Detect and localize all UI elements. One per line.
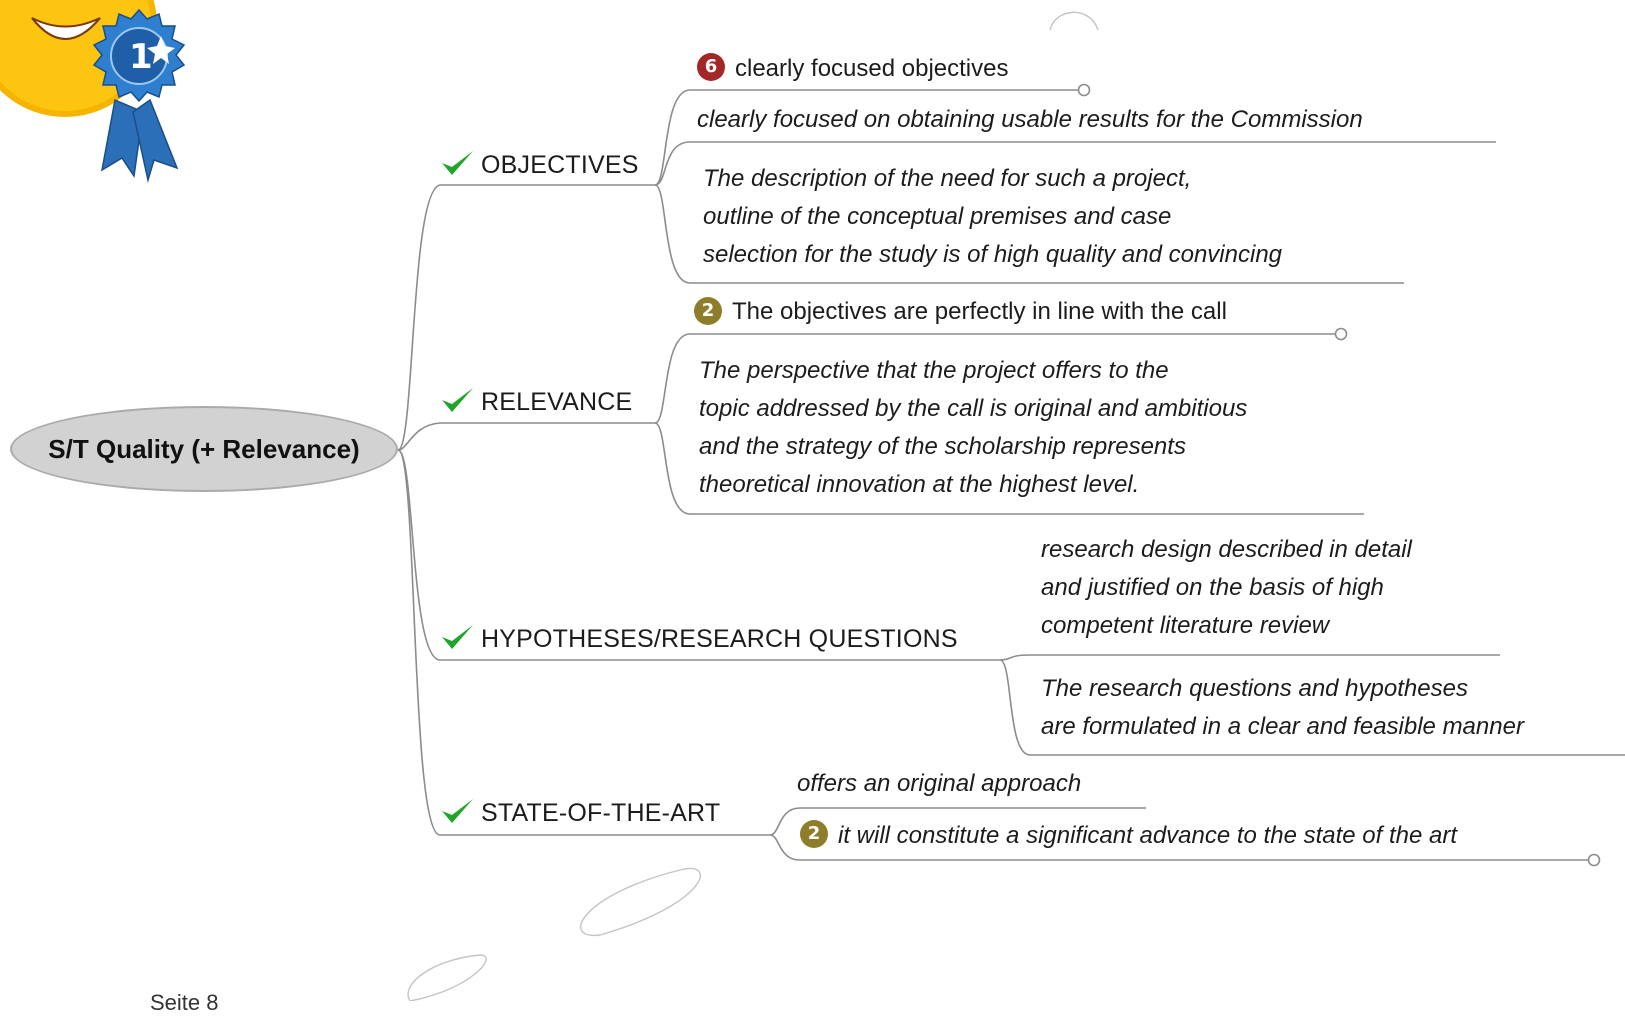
relevance-leaf-2[interactable]: The perspective that the project offers … — [699, 357, 1248, 498]
branch-state-of-the-art[interactable]: STATE-OF-THE-ART — [481, 799, 721, 827]
hypotheses-leaf-2[interactable]: The research questions and hypotheses ar… — [1041, 675, 1524, 740]
central-topic-label: S/T Quality (+ Relevance) — [48, 433, 360, 464]
relevance-leaf-1[interactable]: The objectives are perfectly in line wit… — [732, 298, 1227, 325]
objectives-leaf-2[interactable]: clearly focused on obtaining usable resu… — [697, 106, 1363, 133]
hypotheses-leaf-1[interactable]: research design described in detail and … — [1041, 536, 1412, 639]
ribbon-number: 1 — [129, 37, 153, 77]
checkmark-icon — [442, 625, 473, 649]
priority-badge-icon: 2 — [800, 820, 828, 848]
objectives-leaf-1[interactable]: clearly focused objectives — [735, 55, 1009, 82]
checkmark-icon — [442, 388, 473, 412]
sota-leaf-1[interactable]: offers an original approach — [797, 770, 1082, 797]
checkmark-icon — [442, 799, 473, 823]
objectives-leaf-3[interactable]: The description of the need for such a p… — [703, 165, 1283, 268]
branch-relevance[interactable]: RELEVANCE — [481, 388, 633, 416]
award-ribbon-icon: 1 — [92, 8, 186, 183]
sota-leaf-2[interactable]: it will constitute a significant advance… — [838, 822, 1458, 849]
branch-objectives[interactable]: OBJECTIVES — [481, 151, 639, 179]
priority-badge-icon: 6 — [697, 53, 725, 81]
central-topic[interactable]: S/T Quality (+ Relevance) — [10, 406, 398, 492]
branch-hypotheses[interactable]: HYPOTHESES/RESEARCH QUESTIONS — [481, 625, 958, 653]
page-footer: Seite 8 — [150, 990, 219, 1015]
checkmark-icon — [442, 151, 473, 175]
priority-badge-icon: 2 — [694, 297, 722, 325]
